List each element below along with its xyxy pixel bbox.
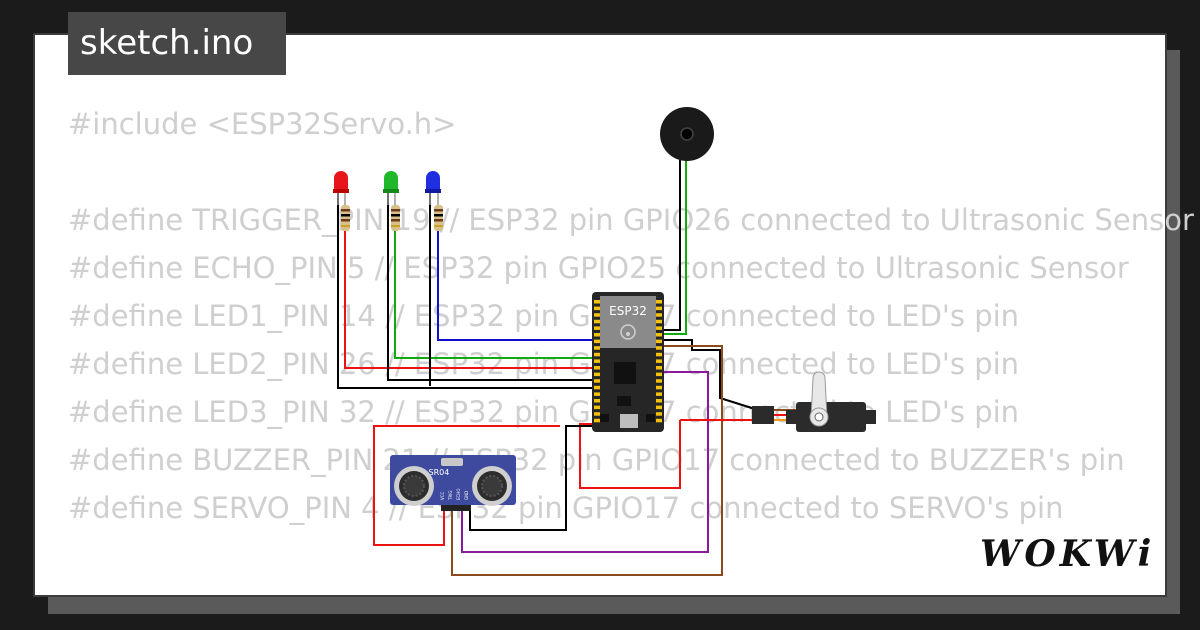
esp32-header-left (594, 300, 600, 423)
header-pin (656, 418, 662, 423)
esp32-board[interactable]: ESP32 (592, 292, 664, 432)
header-pin (656, 313, 662, 317)
wires (337, 160, 759, 576)
wire-buzzer-black (660, 160, 681, 331)
header-pin (594, 339, 600, 344)
wire-servo-red-down (579, 420, 681, 489)
esp32-regulator (617, 396, 631, 406)
header-pin (594, 385, 600, 390)
header-pin (656, 306, 662, 311)
header-pin (656, 346, 662, 350)
sensor-pin-label: ECHO (456, 489, 461, 500)
wire-esp-purple (461, 371, 709, 553)
header-pin (656, 339, 662, 344)
header-pin (656, 372, 662, 377)
sensor-transducer-left (394, 466, 434, 506)
header-pin (594, 333, 600, 337)
code-line: #define ECHO_PIN 5 // ESP32 pin GPIO25 c… (68, 251, 1129, 285)
wire-servo-red (680, 414, 759, 421)
header-pin (656, 319, 662, 324)
wire-led3-blue (437, 230, 596, 341)
sensor-crystal (441, 458, 463, 466)
wire-led1-gnd (337, 190, 596, 389)
esp32-header-right (656, 300, 662, 423)
header-pin (594, 372, 600, 377)
wifi-icon-dot (626, 332, 630, 336)
buzzer-hole (680, 127, 694, 141)
resistor-2[interactable] (391, 205, 400, 231)
header-pin (656, 366, 662, 370)
header-pin (656, 326, 662, 330)
header-pin (656, 392, 662, 396)
header-pin (594, 392, 600, 396)
buzzer[interactable] (660, 107, 714, 161)
header-pin (594, 346, 600, 350)
esp32-chip (614, 362, 636, 384)
servo-connector (752, 406, 774, 424)
usb-port (620, 414, 638, 428)
header-pin (594, 379, 600, 383)
sensor-label: HC-SR04 (414, 468, 449, 477)
sensor-pin-label: TRIG (448, 490, 453, 501)
ultrasonic-sensor[interactable]: HC-SR04 VCC TRIG ECHO GND (390, 455, 516, 511)
sensor-pin-header (441, 505, 471, 511)
led-green[interactable] (383, 171, 399, 205)
header-pin (656, 352, 662, 357)
wire-sensor-gnd-black (469, 425, 596, 531)
header-pin (594, 418, 600, 423)
header-pin (594, 300, 600, 304)
header-pin (656, 412, 662, 416)
header-pin (594, 352, 600, 357)
header-pin (594, 405, 600, 410)
servo-body (796, 402, 866, 432)
header-pin (656, 359, 662, 363)
wire-led1-red (344, 230, 596, 369)
servo-horn[interactable] (810, 371, 828, 419)
header-pin (594, 313, 600, 317)
wokwi-logo: WOKWi (980, 533, 1151, 575)
servo-motor[interactable] (752, 371, 876, 432)
header-pin (656, 385, 662, 390)
wifi-icon (620, 324, 636, 340)
boot-button[interactable] (600, 414, 609, 422)
led-red[interactable] (333, 171, 349, 205)
header-pin (656, 300, 662, 304)
wire-sensor-vcc-red (373, 425, 560, 546)
sensor-pin-label: VCC (440, 491, 445, 500)
header-pin (656, 333, 662, 337)
file-name-tab[interactable]: sketch.ino (68, 12, 286, 75)
wire-led2-green (394, 230, 596, 359)
wire-esp-servo-black (660, 339, 759, 411)
sensor-transducer-right (472, 466, 512, 506)
wokwi-logo-text: WOKWi (980, 533, 1155, 575)
header-pin (594, 412, 600, 416)
header-pin (594, 359, 600, 363)
resistor-1[interactable] (341, 205, 350, 231)
code-line: #define LED2_PIN 26 // ESP32 pin GPIO17 … (68, 347, 1020, 381)
header-pin (594, 319, 600, 324)
reset-button[interactable] (646, 414, 655, 422)
header-pin (594, 399, 600, 403)
header-pin (594, 326, 600, 330)
wire-esp-brown (451, 345, 723, 576)
header-pin (594, 366, 600, 370)
wire-led2-gnd (387, 190, 596, 381)
wire-buzzer-green (662, 160, 687, 335)
code-line: #include <ESP32Servo.h> (68, 107, 457, 141)
led-blue[interactable] (425, 171, 441, 205)
esp32-label: ESP32 (609, 304, 647, 318)
header-pin (656, 405, 662, 410)
header-pin (656, 379, 662, 383)
resistor-3[interactable] (434, 205, 443, 231)
header-pin (656, 399, 662, 403)
sensor-pin-label: GND (464, 491, 469, 500)
header-pin (594, 306, 600, 311)
